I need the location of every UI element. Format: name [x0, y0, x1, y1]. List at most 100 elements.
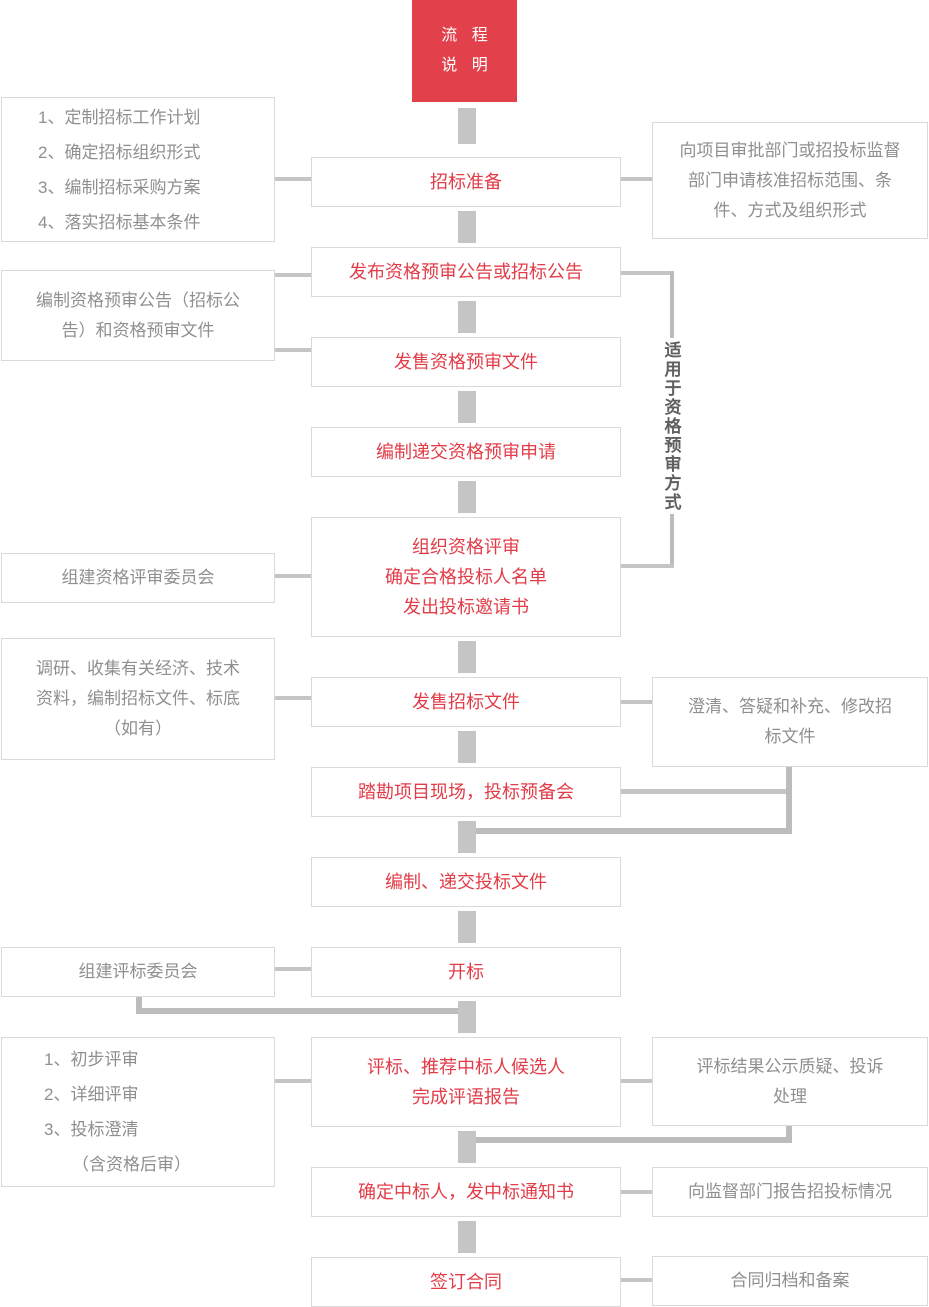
note-contract-filing: 合同归档和备案 [652, 1256, 928, 1306]
note-line: 3、投标澄清 [44, 1120, 139, 1139]
note-clarify-supplement-modify: 澄清、答疑和补充、修改招 标文件 [652, 677, 928, 767]
connector-eval-committee-horizontal [136, 1008, 458, 1014]
step-publish-prequalification-announcement: 发布资格预审公告或招标公告 [311, 247, 621, 297]
note-report-supervision-department: 向监督部门报告招投标情况 [652, 1167, 928, 1217]
connector-left-eval-committee [275, 967, 311, 971]
flow-bar [458, 108, 476, 144]
flow-bar [458, 911, 476, 943]
step-label: 发售招标文件 [412, 692, 520, 712]
note-research-prepare-tender-documents: 调研、收集有关经济、技术 资料，编制招标文件、标底 （如有） [1, 638, 275, 760]
connector-right-approval [621, 177, 652, 181]
note-line: 调研、收集有关经济、技术 [36, 659, 240, 678]
step-label: 发布资格预审公告或招标公告 [349, 262, 583, 282]
connector-right-clarify [621, 700, 652, 704]
connector-prequal-bracket-vertical-lower [670, 514, 674, 568]
flow-bar [458, 391, 476, 423]
connector-left-prequal-docs [275, 348, 311, 352]
connector-publicity-to-flow [476, 1137, 792, 1143]
note-prepare-prequalification-announcement: 编制资格预审公告（招标公 告）和资格预审文件 [1, 270, 275, 361]
note-line: 组建评标委员会 [78, 962, 198, 981]
step-sell-prequalification-documents: 发售资格预审文件 [311, 337, 621, 387]
note-line: 组建资格评审委员会 [61, 568, 215, 587]
flow-bar [458, 641, 476, 673]
note-line: 2、详细评审 [44, 1085, 139, 1104]
connector-left-prep [275, 177, 311, 181]
connector-clarify-vertical [786, 767, 792, 834]
step-label: 招标准备 [430, 172, 502, 192]
note-apply-approval-authority: 向项目审批部门或招投标监督 部门申请核准招标范围、条 件、方式及组织形式 [652, 122, 928, 239]
connector-prequal-bracket-bottom [621, 564, 674, 568]
note-line: 编制资格预审公告（招标公 [36, 290, 240, 310]
flow-bar [458, 731, 476, 763]
step-label: 完成评语报告 [412, 1087, 520, 1107]
note-line: （如有） [104, 719, 172, 738]
note-line: 资料，编制招标文件、标底 [36, 689, 240, 708]
note-line: 部门申请核准招标范围、条 [688, 170, 892, 190]
step-label: 编制、递交投标文件 [385, 872, 547, 892]
note-evaluation-steps: 1、初步评审 2、详细评审 3、投标澄清 （含资格后审） [1, 1037, 275, 1187]
note-line: 合同归档和备案 [730, 1271, 850, 1290]
connector-left-announcement [275, 273, 311, 277]
connector-left-eval-steps [275, 1079, 311, 1083]
note-line: 向项目审批部门或招投标监督 [679, 140, 901, 160]
flow-bar [458, 1001, 476, 1033]
connector-right-publicity [621, 1079, 652, 1083]
note-line: 处理 [773, 1086, 807, 1106]
flowchart-title-line2: 说 明 [441, 57, 493, 74]
step-label: 组织资格评审 [412, 537, 520, 557]
step-sign-contract: 签订合同 [311, 1257, 621, 1307]
note-form-bid-evaluation-committee: 组建评标委员会 [1, 947, 275, 997]
note-line: 1、初步评审 [44, 1050, 139, 1069]
step-label: 确定合格投标人名单 [385, 567, 547, 587]
step-label: 编制递交资格预审申请 [376, 442, 556, 462]
note-line: 4、落实招标基本条件 [38, 212, 201, 232]
step-bid-opening: 开标 [311, 947, 621, 997]
flow-bar [458, 821, 476, 853]
step-site-survey-pre-bid-meeting: 踏勘项目现场，投标预备会 [311, 767, 621, 817]
note-line: 3、编制招标采购方案 [38, 177, 201, 197]
connector-eval-committee-vertical [136, 997, 142, 1014]
step-label: 踏勘项目现场，投标预备会 [358, 782, 574, 802]
note-form-qualification-review-committee: 组建资格评审委员会 [1, 553, 275, 603]
step-prepare-submit-bid-documents: 编制、递交投标文件 [311, 857, 621, 907]
flow-bar [458, 1221, 476, 1253]
note-line: 向监督部门报告招投标情况 [688, 1182, 892, 1201]
connector-left-tender-docs [275, 696, 311, 700]
step-label: 发售资格预审文件 [394, 352, 538, 372]
note-tender-prep-tasks: 1、定制招标工作计划 2、确定招标组织形式 3、编制招标采购方案 4、落实招标基… [1, 97, 275, 242]
note-line: 标文件 [764, 727, 816, 746]
note-evaluation-result-publicity: 评标结果公示质疑、投诉 处理 [652, 1037, 928, 1126]
flow-bar [458, 301, 476, 333]
flow-bar [458, 481, 476, 513]
note-line: 告）和资格预审文件 [61, 320, 215, 340]
side-label-prequalification: 适用于资格预审方式 [661, 340, 681, 512]
step-label: 签订合同 [430, 1272, 502, 1292]
connector-clarify-to-site-survey [621, 789, 786, 794]
connector-publicity-vertical [786, 1126, 792, 1143]
note-line: 1、定制招标工作计划 [38, 107, 201, 127]
step-organize-qualification-review: 组织资格评审 确定合格投标人名单 发出投标邀请书 [311, 517, 621, 637]
note-line: 澄清、答疑和补充、修改招 [688, 697, 892, 716]
step-tender-preparation: 招标准备 [311, 157, 621, 207]
connector-clarify-to-flow [476, 828, 792, 834]
connector-prequal-bracket-vertical-upper [670, 271, 674, 338]
connector-left-qual-committee [275, 574, 311, 578]
note-line: （含资格后审） [72, 1155, 191, 1174]
step-determine-winner-notice: 确定中标人，发中标通知书 [311, 1167, 621, 1217]
step-label: 发出投标邀请书 [403, 597, 529, 617]
flowchart-title: 流 程 说 明 [412, 0, 517, 102]
connector-prequal-bracket-top [621, 271, 674, 275]
step-bid-evaluation: 评标、推荐中标人候选人 完成评语报告 [311, 1037, 621, 1127]
connector-right-report [621, 1190, 652, 1194]
note-line: 2、确定招标组织形式 [38, 142, 201, 162]
note-line: 评标结果公示质疑、投诉 [696, 1056, 884, 1076]
step-label: 确定中标人，发中标通知书 [358, 1182, 574, 1202]
step-label: 评标、推荐中标人候选人 [367, 1057, 565, 1077]
flow-bar [458, 211, 476, 243]
flowchart-title-line1: 流 程 [441, 27, 493, 44]
connector-right-filing [621, 1278, 652, 1282]
step-label: 开标 [448, 962, 484, 982]
step-sell-tender-documents: 发售招标文件 [311, 677, 621, 727]
step-prepare-submit-prequalification-application: 编制递交资格预审申请 [311, 427, 621, 477]
